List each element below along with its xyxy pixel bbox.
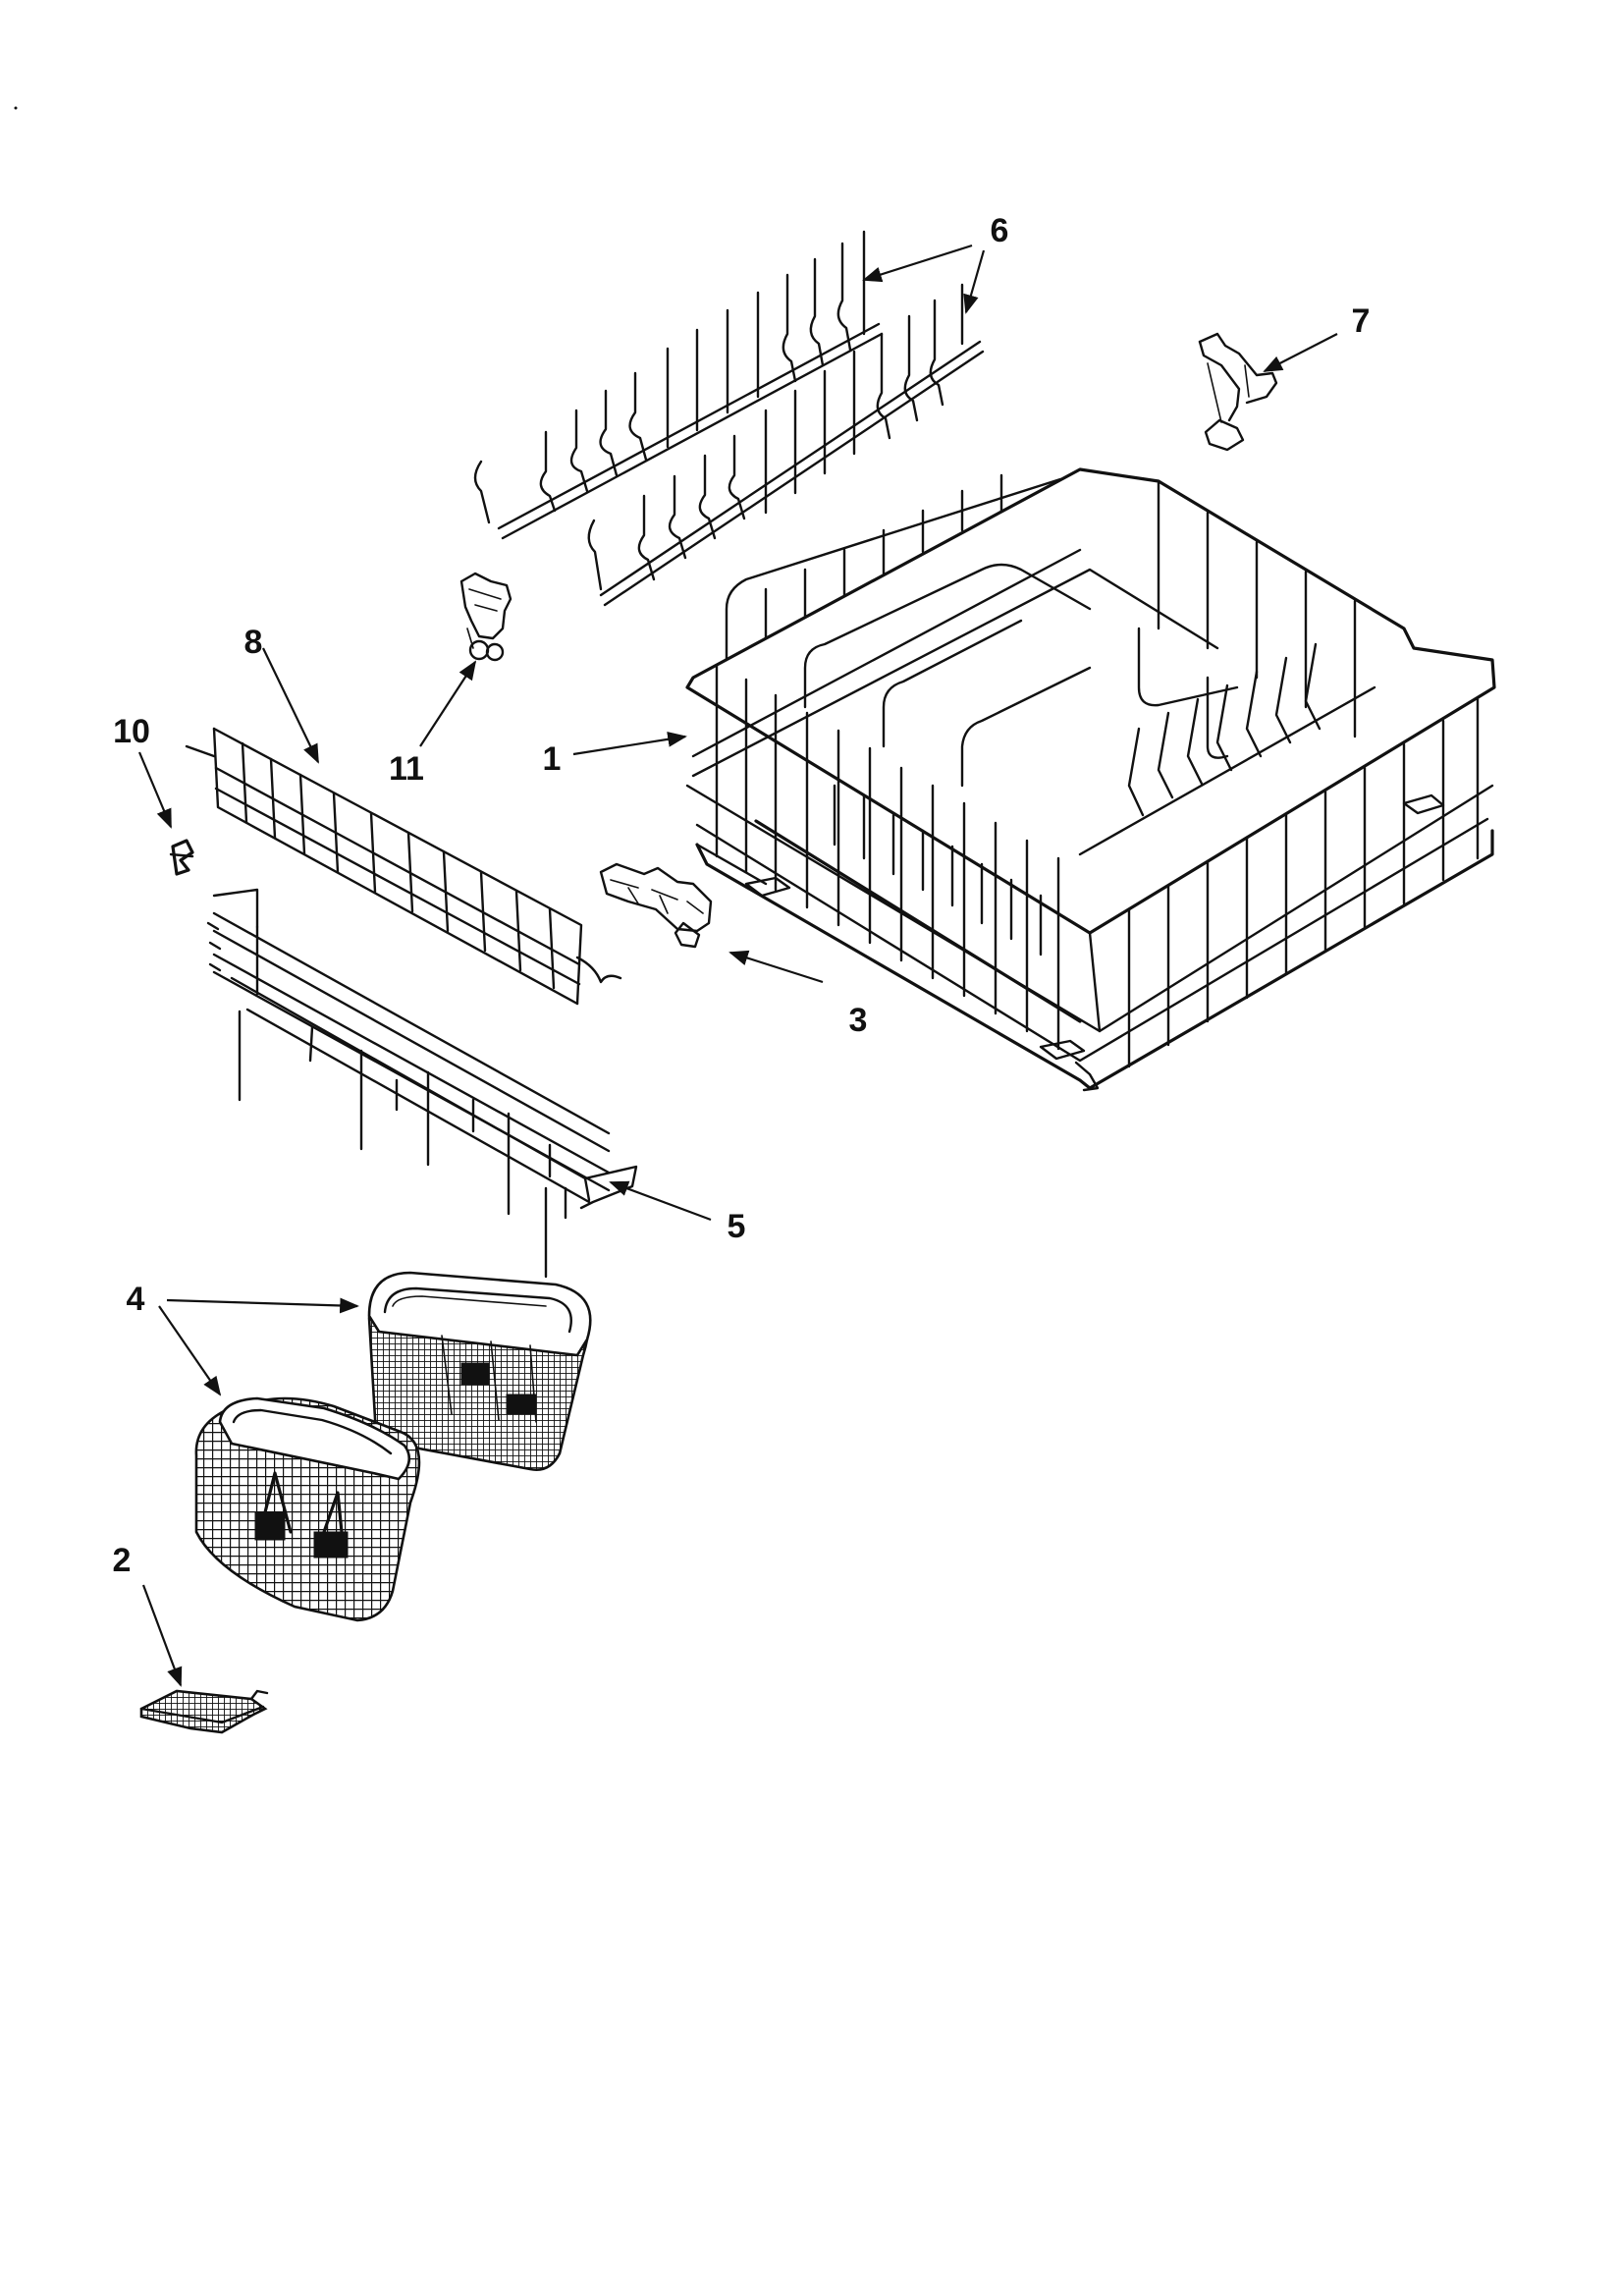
- callout-labels: 6 7 8 10 11 1 3 5 4 2: [113, 212, 1371, 1579]
- part-3-rack-clip: [599, 862, 824, 984]
- part-6-tine-rows: [473, 230, 986, 607]
- part-4-silverware-baskets: [158, 1271, 592, 1622]
- leader-7: [1263, 333, 1338, 372]
- part-10-clip: [137, 751, 194, 876]
- part-8-shield: [185, 647, 622, 1006]
- leader-1: [572, 731, 687, 756]
- leader-5: [609, 1180, 712, 1222]
- callout-6: 6: [991, 212, 1009, 249]
- leader-4b: [158, 1305, 222, 1396]
- leader-10: [137, 751, 173, 829]
- leader-6b: [963, 249, 986, 314]
- leader-3: [728, 950, 824, 984]
- tine-row-lower: [587, 283, 985, 607]
- callout-1: 1: [543, 740, 562, 778]
- callout-2: 2: [113, 1542, 132, 1579]
- leader-11: [419, 660, 477, 747]
- stray-dot: [14, 106, 18, 110]
- part-5-tine-row: [206, 888, 712, 1279]
- callout-8: 8: [244, 624, 263, 661]
- leader-4a: [166, 1297, 359, 1314]
- callout-7: 7: [1352, 302, 1371, 340]
- callout-10: 10: [113, 713, 150, 750]
- tine-row-upper: [473, 230, 884, 540]
- part-1-dishrack: [572, 467, 1496, 1092]
- part-2-basket-lid: [139, 1584, 269, 1734]
- leader-6a: [862, 244, 973, 283]
- part-11-pivot-clip: [419, 572, 512, 747]
- callout-4: 4: [127, 1281, 145, 1318]
- part-7-tine-clip: [1198, 332, 1338, 452]
- callout-3: 3: [849, 1002, 868, 1039]
- callout-11: 11: [389, 750, 424, 788]
- leader-2: [141, 1584, 183, 1687]
- leader-8: [262, 647, 319, 764]
- callout-5: 5: [728, 1208, 746, 1245]
